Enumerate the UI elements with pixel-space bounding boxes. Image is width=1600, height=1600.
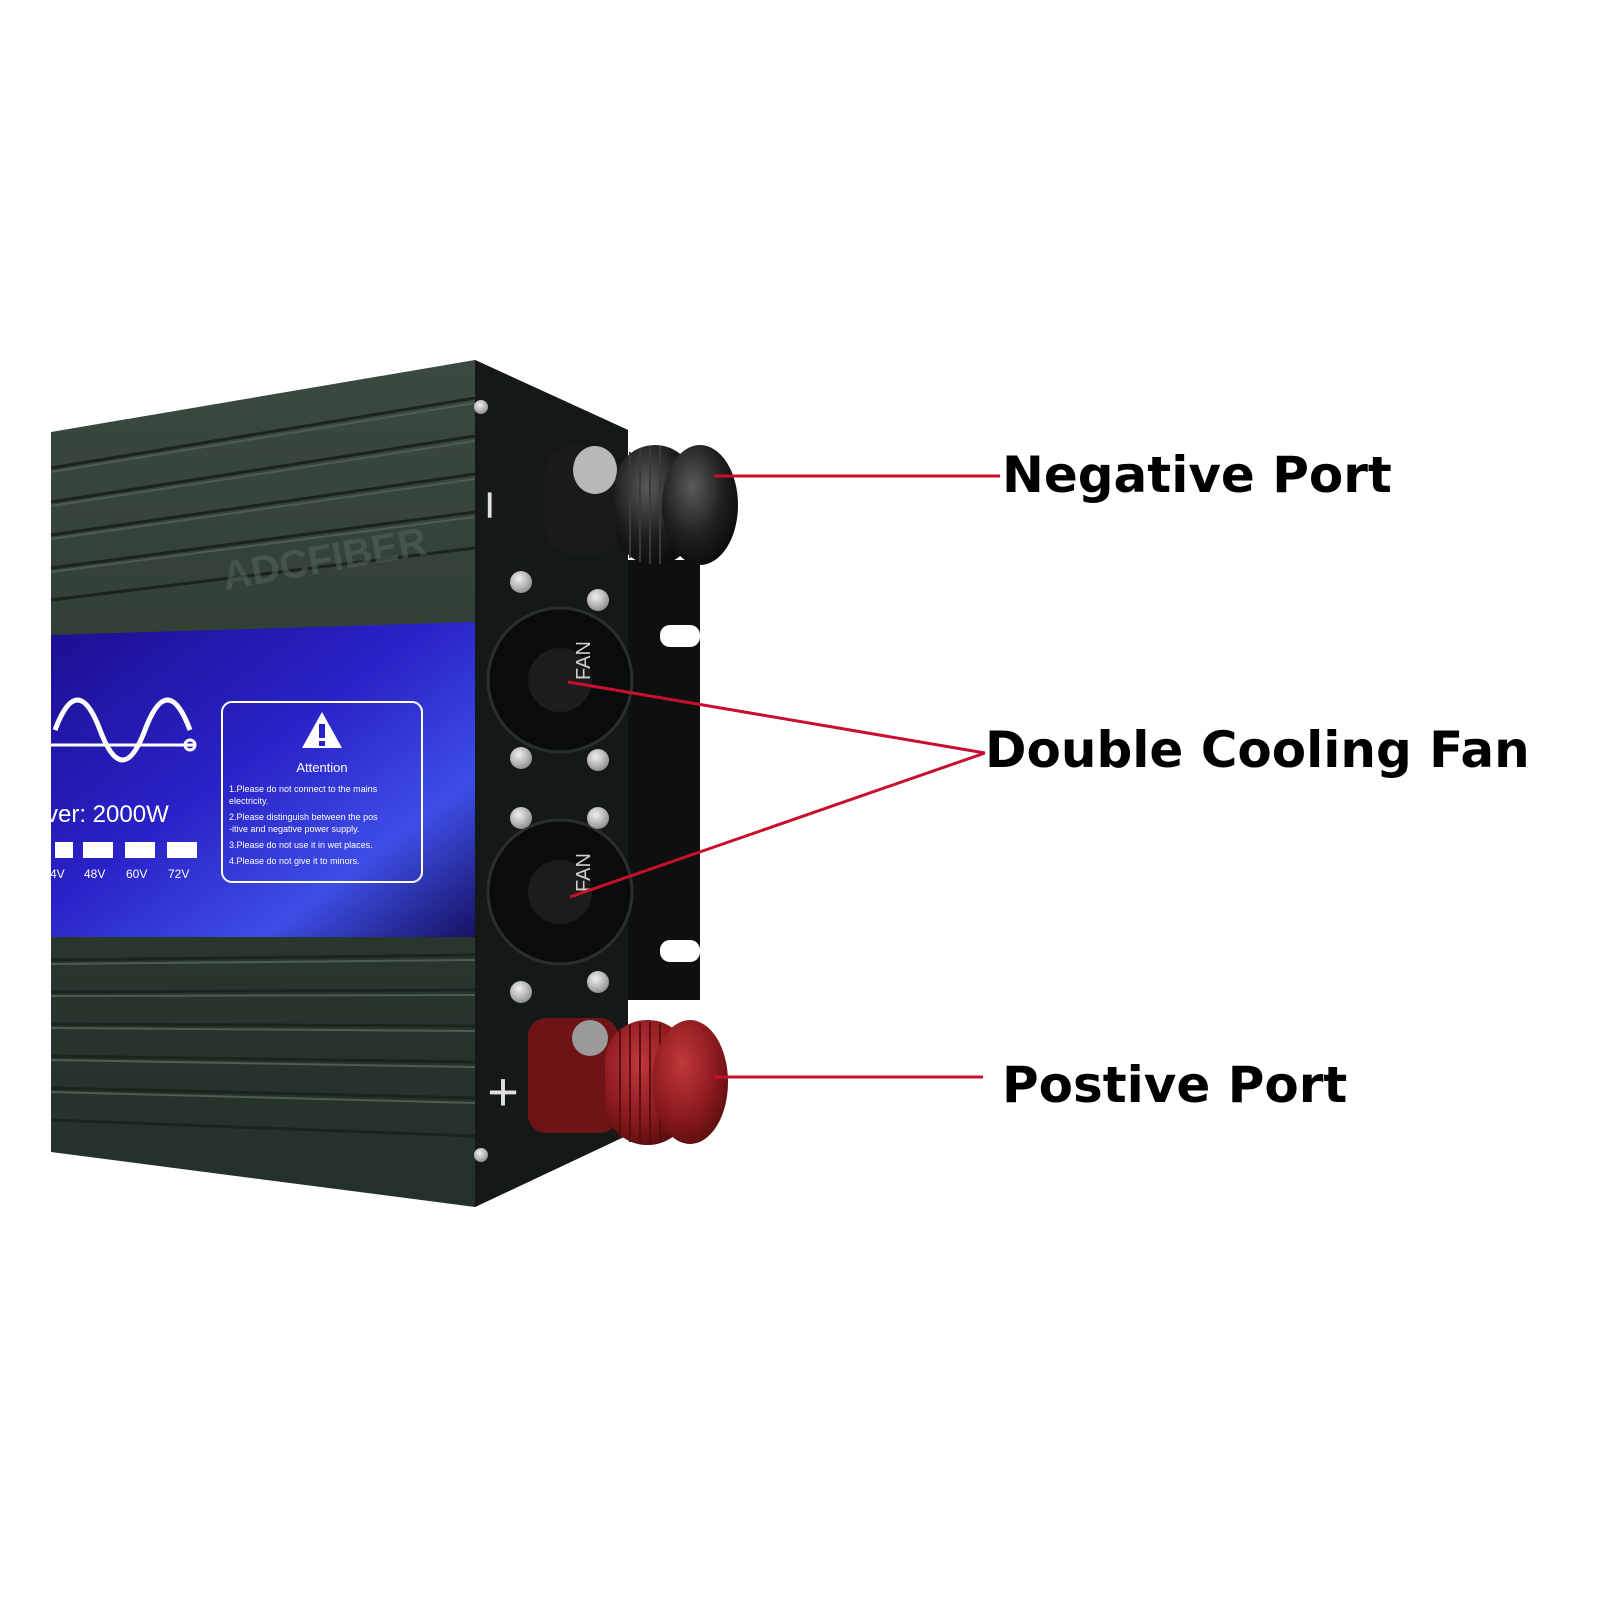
screw-icon [474, 400, 488, 414]
voltage-option: 60V [126, 867, 147, 881]
voltage-option: 48V [84, 867, 105, 881]
voltage-option: 4V [50, 867, 65, 881]
positive-port-label: Postive Port [1002, 1056, 1348, 1114]
attention-box: Attention 1.Please do not connect to the… [221, 701, 423, 883]
screw-icon [510, 571, 532, 593]
attention-line: 2.Please distinguish between the pos [229, 812, 378, 822]
sine-wave-icon [52, 697, 193, 763]
attention-line: electricity. [229, 796, 268, 806]
product-label: ver: 2000W 4V 48V 60V 72V Attention 1.Pl… [45, 622, 475, 937]
cooling-fan-bottom: FAN [486, 807, 634, 1003]
negative-symbol: − [461, 490, 519, 520]
callout-line-fan-bottom [569, 751, 986, 899]
screw-icon [587, 971, 609, 993]
screw-icon [587, 749, 609, 771]
voltage-selector: 4V 48V 60V 72V [50, 842, 197, 881]
cooling-fan-top: FAN [486, 571, 634, 771]
screw-icon [510, 981, 532, 1003]
attention-line: 1.Please do not connect to the mains [229, 784, 378, 794]
negative-terminal [545, 445, 738, 565]
negative-port-label: Negative Port [1002, 446, 1392, 504]
voltage-option: 72V [168, 867, 189, 881]
cooling-fan-label: Double Cooling Fan [985, 721, 1530, 779]
power-rating: ver: 2000W [46, 801, 169, 828]
callout-lines [567, 474, 1000, 1079]
fan-label: FAN [573, 641, 595, 680]
fan-label: FAN [573, 853, 595, 892]
attention-line: 4.Please do not give it to minors. [229, 856, 360, 866]
attention-line: -itive and negative power supply. [229, 824, 359, 834]
screw-icon [510, 747, 532, 769]
callout-line-fan-top [567, 680, 986, 755]
screw-icon [474, 1148, 488, 1162]
screw-icon [587, 807, 609, 829]
screw-icon [510, 807, 532, 829]
screw-icon [587, 589, 609, 611]
positive-symbol: + [487, 1062, 519, 1122]
attention-line: 3.Please do not use it in wet places. [229, 840, 373, 850]
attention-title: Attention [296, 760, 347, 775]
positive-terminal [528, 1018, 728, 1145]
